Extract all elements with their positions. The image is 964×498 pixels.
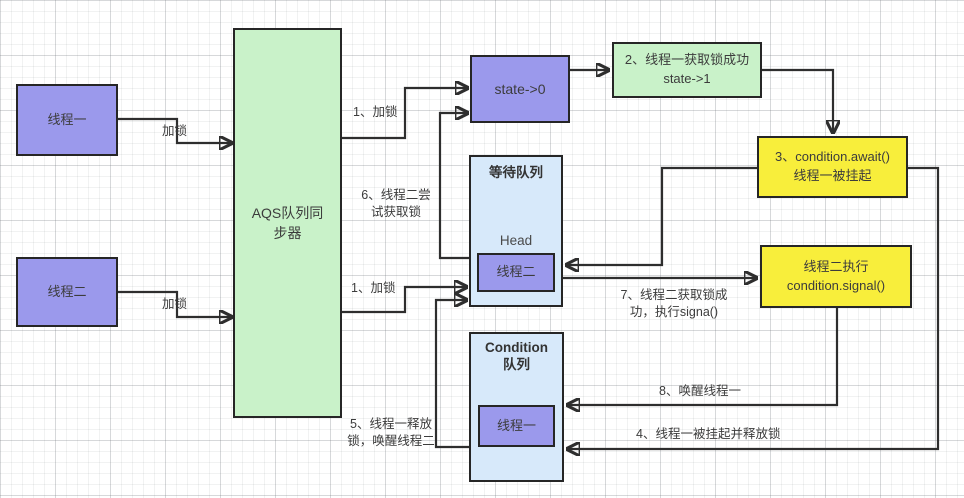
- edge-label-step4: 4、线程一被挂起并释放锁: [636, 427, 781, 441]
- edge-label-step1-top: 1、加锁: [353, 105, 398, 119]
- step2-node[interactable]: 2、线程一获取锁成功 state->1: [612, 42, 762, 98]
- condition-queue-title: Condition 队列: [485, 340, 548, 372]
- edge-label-lock-thread2: 加锁: [162, 297, 188, 311]
- edge-label-step8: 8、唤醒线程一: [659, 384, 741, 398]
- wait-queue-thread2-node[interactable]: 线程二: [477, 253, 555, 292]
- edge-step3-waitqueue[interactable]: [567, 166, 757, 265]
- aqs-node[interactable]: AQS队列同步器: [233, 28, 342, 418]
- condition-queue-panel[interactable]: Condition 队列 线程一: [469, 332, 564, 482]
- thread2-node[interactable]: 线程二: [16, 257, 118, 327]
- signal-node[interactable]: 线程二执行 condition.signal(): [760, 245, 912, 308]
- edge-label-lock-thread1: 加锁: [162, 124, 188, 138]
- step3-node[interactable]: 3、condition.await() 线程一被挂起: [757, 136, 908, 198]
- head-label: Head: [499, 233, 533, 248]
- edge-label-step7: 7、线程二获取锁成 功，执行signa(): [620, 288, 728, 319]
- wait-queue-panel[interactable]: 等待队列 Head 线程二: [469, 155, 563, 307]
- edge-label-step5: 5、线程一释放 锁，唤醒线程二: [347, 417, 435, 448]
- edge-step2-step3[interactable]: [762, 68, 833, 132]
- wait-queue-title: 等待队列: [489, 165, 543, 180]
- condition-queue-thread1-node[interactable]: 线程一: [478, 405, 555, 447]
- state0-node[interactable]: state->0: [470, 55, 570, 123]
- edge-label-step6: 6、线程二尝 试获取锁: [361, 188, 431, 219]
- edge-label-step1-bottom: 1、加锁: [351, 281, 396, 295]
- thread1-node[interactable]: 线程一: [16, 84, 118, 156]
